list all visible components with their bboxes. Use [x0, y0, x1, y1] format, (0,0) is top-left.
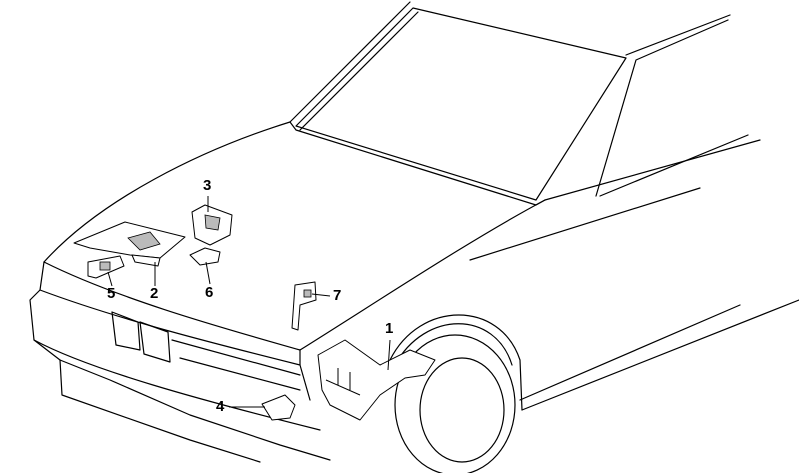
callout-2[interactable]: 2	[150, 285, 159, 302]
callout-7[interactable]: 7	[333, 287, 342, 304]
part-3-bracket	[191, 204, 233, 246]
callout-1[interactable]: 1	[385, 320, 394, 337]
part-6-clip	[189, 247, 221, 266]
part-5-bracket	[87, 255, 125, 279]
part-1-carrier	[317, 339, 436, 421]
part-7-bracket	[291, 281, 317, 331]
callout-4[interactable]: 4	[216, 398, 225, 415]
part-2-bracket	[73, 221, 186, 267]
callout-3[interactable]: 3	[203, 177, 212, 194]
callout-6[interactable]: 6	[205, 284, 214, 301]
part-4-bracket	[261, 394, 296, 421]
leader-lines	[107, 196, 391, 408]
callout-5[interactable]: 5	[107, 285, 116, 302]
